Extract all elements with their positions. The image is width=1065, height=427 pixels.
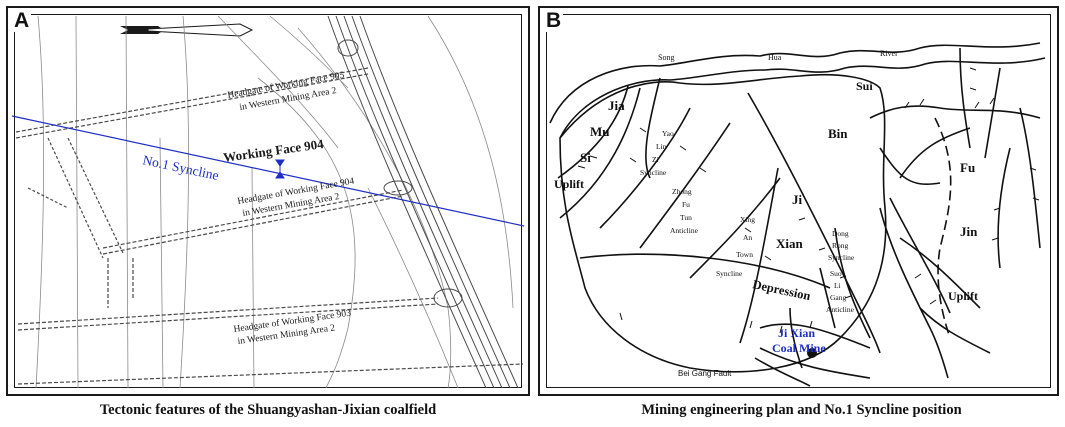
- panel-b: B: [538, 6, 1059, 396]
- working-face-904-label: Working Face 904: [222, 136, 325, 165]
- faults: [557, 47, 1041, 387]
- label-bin: Bin: [828, 126, 848, 141]
- label-tun: Tun: [680, 213, 692, 222]
- label-uplift-right: Uplift: [948, 289, 978, 303]
- label-li: Li: [834, 281, 841, 290]
- mining-plan-map: Headgate of Working Face 905 in Western …: [11, 15, 525, 389]
- label-fault: Bei Gang Fault: [678, 369, 732, 378]
- mine-label-1: Ji Xian: [778, 326, 815, 340]
- label-xian: Xian: [776, 236, 804, 251]
- label-rong: Rong: [832, 241, 849, 250]
- fault-ticks: [577, 67, 1040, 334]
- label-yao: Yao: [662, 129, 674, 138]
- headgate-lines: [15, 67, 524, 385]
- tectonic-map: Song Hua River Sui Jia Mu Si Uplift Yao …: [549, 42, 1046, 387]
- working-face-arrow-icon: [275, 159, 285, 179]
- label-dong: Dong: [832, 229, 849, 238]
- caption-b: Mining engineering plan and No.1 Synclin…: [641, 402, 962, 418]
- label-lin: Lin: [656, 142, 667, 151]
- syncline-line: [11, 115, 525, 227]
- label-river: River: [880, 49, 898, 58]
- caption-a: Tectonic features of the Shuangyashan-Ji…: [99, 402, 437, 418]
- label-syncline-xing: Syncline: [716, 269, 743, 278]
- label-depression: Depression: [751, 277, 811, 303]
- panel-b-letter: B: [544, 9, 564, 32]
- songhua-river: [549, 42, 1046, 139]
- label-anticline-zhong: Anticline: [670, 226, 699, 235]
- panel-a-frame: [14, 14, 522, 388]
- mine-label-2: Coal Mine: [772, 341, 826, 355]
- label-gang: Gang: [830, 293, 846, 302]
- label-jia: Jia: [608, 98, 625, 113]
- panel-a-letter: A: [12, 9, 32, 32]
- label-mu: Mu: [590, 124, 610, 139]
- label-si: Si: [580, 150, 591, 165]
- label-xing: Xing: [740, 215, 755, 224]
- main-roadway: [327, 15, 519, 389]
- label-fu-small: Fu: [682, 200, 690, 209]
- panel-a: A: [6, 6, 530, 396]
- basin-outline: [559, 73, 887, 373]
- dashed-boundary: [934, 117, 952, 339]
- panel-b-frame: [546, 14, 1051, 388]
- label-fu: Fu: [960, 160, 975, 175]
- label-anticline-suo: Anticline: [826, 305, 855, 314]
- north-arrow-icon: [120, 23, 254, 37]
- label-jin: Jin: [960, 224, 978, 239]
- label-ji: Ji: [792, 192, 803, 207]
- label-song: Song: [658, 53, 674, 62]
- label-suo: Suo: [830, 269, 842, 278]
- coal-mine-marker-icon: [807, 348, 817, 358]
- label-an: An: [743, 233, 752, 242]
- label-uplift-left: Uplift: [554, 177, 584, 191]
- label-zi: Zi: [652, 155, 659, 164]
- survey-lines: [35, 15, 514, 389]
- syncline-label: No.1 Syncline: [141, 152, 220, 183]
- roadway-loops: [337, 39, 463, 308]
- label-syncline-dong: Syncline: [828, 253, 855, 262]
- label-sui: Sui: [856, 79, 873, 93]
- label-syncline-yao: Syncline: [640, 168, 667, 177]
- label-hua: Hua: [768, 53, 782, 62]
- label-town: Town: [736, 250, 753, 259]
- label-zhong: Zhong: [672, 187, 692, 196]
